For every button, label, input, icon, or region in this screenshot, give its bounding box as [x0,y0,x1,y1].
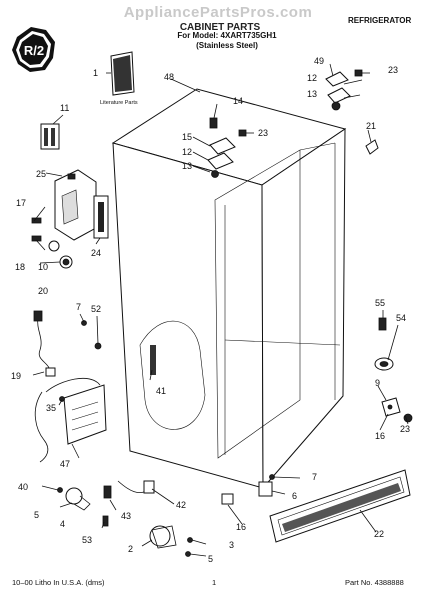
callout-leaders [32,63,409,557]
defrost-drain-and-cover [34,377,107,463]
callout-48: 48 [164,72,174,82]
callout-22: 22 [374,529,384,539]
top-hinge-center [207,117,254,178]
section-title: CABINET PARTS [179,22,261,33]
callout-19: 19 [11,371,21,381]
callout-43: 43 [121,511,131,521]
callout-17: 17 [16,198,26,208]
callout-42: 42 [176,500,186,510]
wire-harness [33,310,102,377]
callout-13: 13 [307,89,317,99]
cabinet-shell [111,88,347,490]
callout-12: 12 [307,73,317,83]
callout-11: 11 [60,103,69,113]
callout-7: 7 [312,472,317,482]
callout-16: 16 [375,431,385,441]
callout-24: 24 [91,248,101,258]
callout-20: 20 [38,286,48,296]
badge-text: R/2 [24,43,44,58]
callout-numbers: 1 48 49 12 23 13 14 15 23 12 13 21 11 25… [11,56,410,564]
callout-41: 41 [156,386,166,396]
lower-left-hardware [57,480,193,557]
callout-23: 23 [258,128,268,138]
callout-6: 6 [292,491,297,501]
relay-box-assembly [31,169,109,269]
callout-23: 23 [388,65,398,75]
callout-2: 2 [128,544,133,554]
callout-10: 10 [38,262,48,272]
callout-9: 9 [375,378,380,388]
literature-label: Literature Parts [100,100,138,106]
literature-booklet: Literature Parts [100,51,138,106]
callout-5: 5 [208,554,213,564]
callout-23: 23 [400,424,410,434]
part-number: Part No. 4388888 [345,578,404,587]
model-line: For Model: 4XART735GH1 [177,31,277,40]
callout-53: 53 [82,535,92,545]
callout-1: 1 [93,68,98,78]
callout-13: 13 [182,161,192,171]
wire-connector [40,123,60,150]
callout-15: 15 [182,132,192,142]
callout-5: 5 [34,510,39,520]
callout-55: 55 [375,298,385,308]
callout-35: 35 [46,403,56,413]
finish-line: (Stainless Steel) [196,41,258,50]
watermark-text: AppliancePartsPros.com [123,4,313,21]
callout-54: 54 [396,313,406,323]
callout-16: 16 [236,522,246,532]
right-side-fasteners [374,317,413,423]
callout-7: 7 [76,302,81,312]
callout-52: 52 [91,304,101,314]
toe-grille [269,469,411,543]
callout-18: 18 [15,262,25,272]
appliance-type: REFRIGERATOR [348,16,412,25]
callout-47: 47 [60,459,70,469]
litho-footer: 10–00 Litho In U.S.A. (dms) [12,578,105,587]
callout-25: 25 [36,169,46,179]
callout-49: 49 [314,56,324,66]
hinge-shim [365,139,379,155]
callout-3: 3 [229,540,234,550]
callout-4: 4 [60,519,65,529]
r2-badge-icon: R/2 [12,27,55,72]
top-hinge-right [325,69,370,111]
callout-14: 14 [233,96,243,106]
callout-40: 40 [18,482,28,492]
page-number: 1 [212,578,217,587]
lower-center-hardware [221,474,275,505]
callout-12: 12 [182,147,192,157]
callout-21: 21 [366,121,376,131]
